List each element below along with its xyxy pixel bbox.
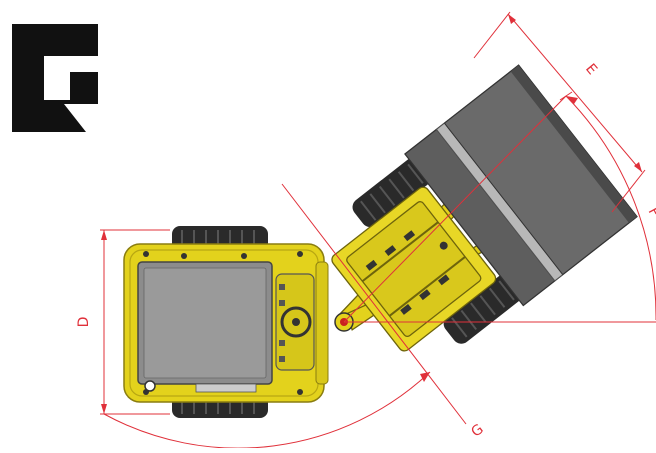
steering-wheel — [280, 306, 312, 338]
bucket — [404, 64, 638, 307]
dimension-g-label: G — [468, 421, 486, 440]
front-frame — [331, 64, 638, 352]
dimension-d-label: D — [76, 317, 92, 328]
dimension-f-label: F — [645, 205, 656, 220]
rear-frame — [123, 226, 329, 418]
dimension-e-label: E — [582, 61, 600, 78]
g-logo-icon — [12, 24, 98, 132]
front-right-tire — [443, 274, 523, 344]
lift-arms — [331, 185, 512, 352]
front-left-tire — [352, 157, 432, 228]
dimension-lines — [100, 11, 656, 449]
